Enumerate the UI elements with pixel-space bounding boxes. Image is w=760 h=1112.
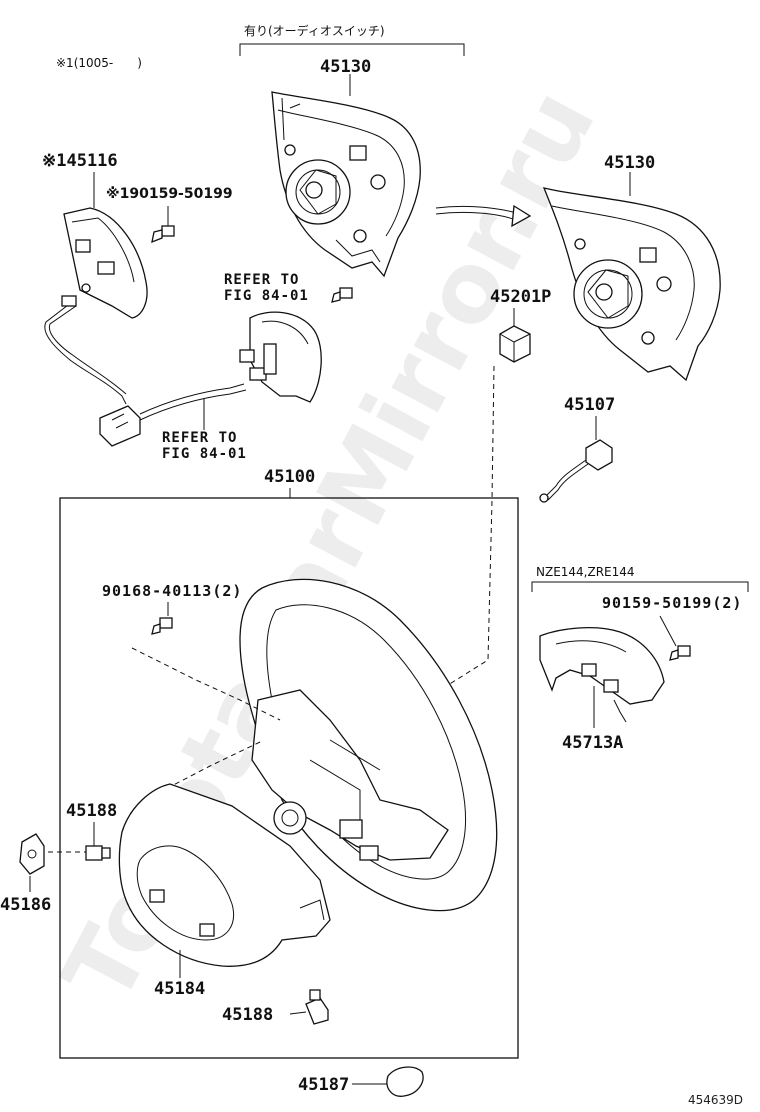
part-number-45188-bottom: 45188	[222, 1005, 273, 1025]
part-number-90159-top: ※190159-50199	[106, 186, 233, 202]
part-number-45201p: 45201P	[490, 287, 551, 307]
part-number-45130-right: 45130	[604, 153, 655, 173]
screw-90159-top	[151, 225, 175, 244]
assembly-frame	[59, 497, 519, 1059]
refer-label-bottom-2: FIG 84-01	[162, 446, 247, 462]
cap-45186	[19, 833, 45, 875]
clip-45188-bottom	[305, 989, 329, 1025]
refer-label-bottom-1: REFER TO	[162, 430, 237, 446]
part-number-45130-top: 45130	[320, 57, 371, 77]
part-number-90159-right: 90159-50199(2)	[602, 594, 742, 612]
audio-switch-note: 有り(オーディオスイッチ)	[244, 23, 385, 38]
part-number-45713a: 45713A	[562, 733, 623, 753]
production-note: ※1(1005- )	[56, 56, 142, 70]
steering-switch-right	[239, 311, 322, 403]
wire-harness	[44, 301, 127, 405]
part-number-45188-left: 45188	[66, 801, 117, 821]
clip-45188-left	[85, 845, 111, 861]
dashed-guide-nut	[439, 365, 495, 691]
part-number-45184: 45184	[154, 979, 205, 999]
part-number-45100: 45100	[264, 467, 315, 487]
bracket-45713a	[539, 626, 665, 723]
steering-cover	[118, 783, 331, 967]
airbag-module-right	[542, 187, 721, 382]
cap-45187	[386, 1066, 424, 1097]
figure-id: 454639D	[688, 1093, 743, 1107]
connector-left	[99, 405, 141, 447]
steering-wheel	[239, 578, 498, 912]
part-number-45187: 45187	[298, 1075, 349, 1095]
model-bracket	[531, 581, 749, 592]
part-number-45107: 45107	[564, 395, 615, 415]
screw-90168	[151, 617, 173, 635]
screw-90159-right	[669, 645, 691, 661]
audio-switch-bracket	[239, 43, 465, 56]
part-number-45186: 45186	[0, 895, 51, 915]
refer-label-top-2: FIG 84-01	[224, 288, 309, 304]
part-number-45116: ※145116	[42, 151, 118, 171]
nut-45201p	[499, 325, 531, 363]
screw-refer	[331, 287, 353, 303]
wire-45107	[539, 439, 613, 503]
airbag-module-top	[271, 91, 421, 278]
part-number-90168: 90168-40113(2)	[102, 582, 242, 600]
refer-label-top-1: REFER TO	[224, 272, 299, 288]
model-note: NZE144,ZRE144	[536, 565, 635, 579]
steering-switch-left	[63, 207, 148, 319]
